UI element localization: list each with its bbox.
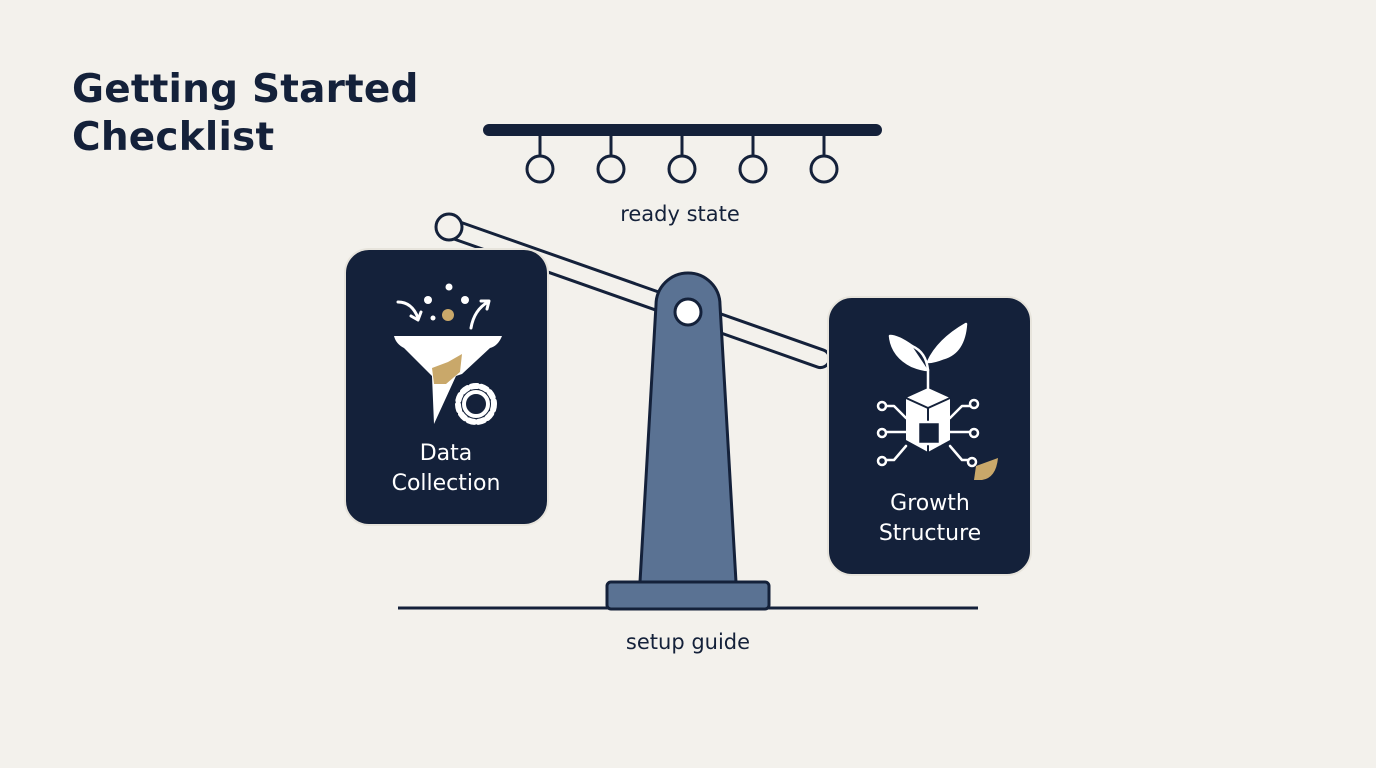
right-card-label: Growth Structure [830, 489, 1030, 549]
right-card-line-1: Growth [890, 491, 970, 516]
left-card [344, 248, 549, 526]
plant-circuit-icon [876, 322, 998, 480]
title-line-2: Checklist [72, 115, 275, 160]
bottom-caption: setup guide [625, 630, 751, 654]
right-card-line-2: Structure [878, 521, 982, 546]
top-caption: ready state [620, 202, 740, 226]
title-line-1: Getting Started [72, 67, 419, 112]
funnel-gear-icon [394, 283, 502, 425]
left-card-label: Data Collection [346, 439, 546, 499]
left-card-line-2: Collection [391, 471, 501, 496]
hanging-rail-icon [483, 124, 882, 184]
right-card [827, 296, 1032, 576]
left-card-line-1: Data [419, 441, 473, 466]
page-title: Getting Started Checklist [72, 66, 419, 162]
